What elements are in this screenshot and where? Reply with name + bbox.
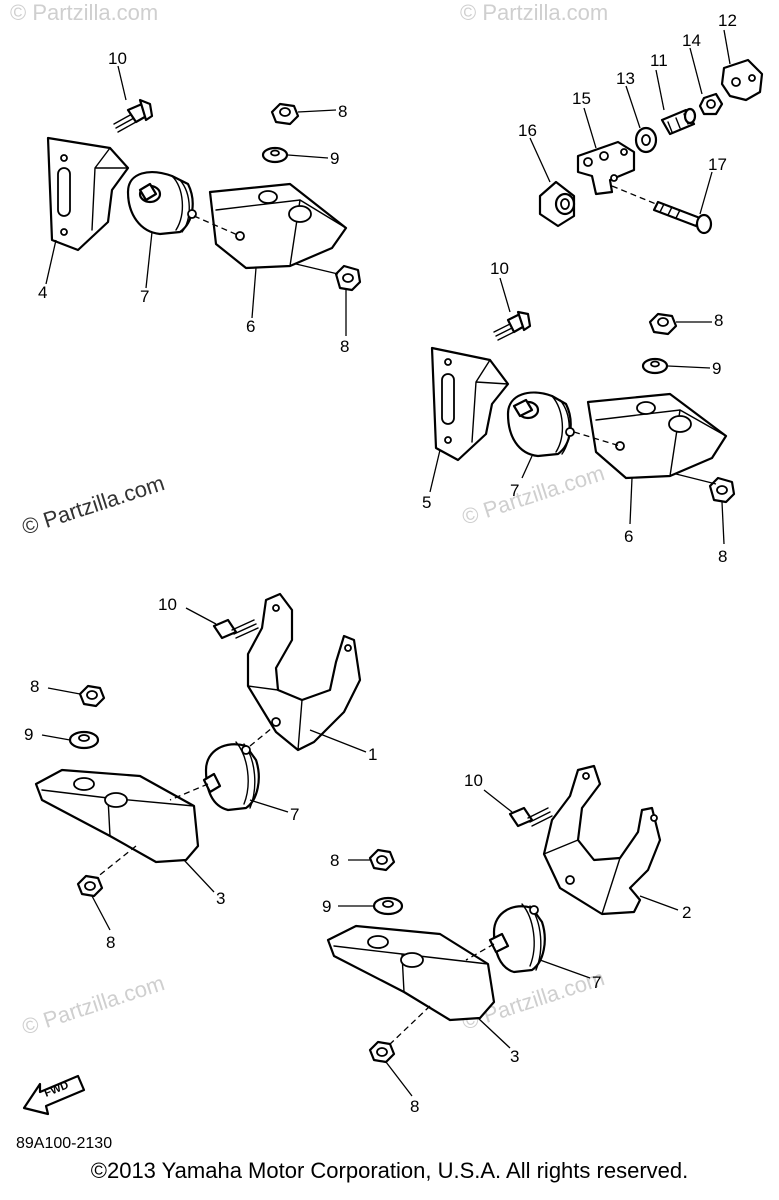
callout-6: 6 (624, 527, 633, 546)
washer-part-9-b (641, 357, 669, 375)
callout-8: 8 (714, 311, 723, 330)
callout-8: 8 (718, 547, 727, 566)
callout-7: 7 (290, 805, 299, 824)
watermark-top-left: © Partzilla.com (10, 0, 158, 25)
group-middle-right (429, 277, 736, 545)
plate-part-3-a (34, 768, 200, 864)
group-lower-left (34, 592, 367, 931)
callout-10: 10 (108, 49, 127, 68)
copyright-notice: ©2013 Yamaha Motor Corporation, U.S.A. A… (90, 1158, 689, 1183)
watermark-prominent: © Partzilla.com (19, 470, 168, 540)
nut-part-8-e (78, 684, 106, 708)
damper-part-7-b (506, 391, 575, 458)
nut-part-8-c (648, 312, 678, 336)
callout-3: 3 (216, 889, 225, 908)
bolt-part-10-c (212, 618, 259, 640)
callout-11: 11 (650, 51, 668, 70)
bolt-part-10-b (493, 310, 532, 341)
watermark-top-mid: © Partzilla.com (460, 0, 608, 25)
nut-part-14 (698, 92, 724, 116)
callout-8: 8 (410, 1097, 419, 1116)
callout-10: 10 (464, 771, 483, 790)
callout-8: 8 (30, 677, 39, 696)
callout-9: 9 (712, 359, 721, 378)
callout-10: 10 (490, 259, 509, 278)
nut-part-8-b (334, 264, 362, 292)
callout-12: 12 (718, 11, 737, 30)
callout-7: 7 (140, 287, 149, 306)
nut-part-8-g (368, 848, 396, 872)
assembly-line (193, 215, 241, 237)
diagram-code: 89A100-2130 (16, 1135, 112, 1152)
callout-5: 5 (422, 493, 431, 512)
fwd-arrow-icon: FWD (22, 1074, 86, 1116)
watermark-mid-right: © Partzilla.com (459, 460, 608, 530)
callout-9: 9 (24, 725, 33, 744)
callout-15: 15 (572, 89, 591, 108)
nut-part-8-a (270, 102, 300, 126)
nut-part-8-h (368, 1040, 396, 1064)
callout-7: 7 (592, 973, 601, 992)
bolt-part-17 (652, 200, 713, 235)
callout-9: 9 (330, 149, 339, 168)
bracket-part-2 (542, 764, 662, 916)
damper-part-7-c (202, 741, 260, 812)
nut-part-8-f (76, 874, 104, 898)
bolt-part-11 (660, 107, 697, 136)
bracket-part-12 (720, 58, 764, 102)
plate-part-3-b (326, 924, 496, 1022)
bolt-part-10-a (113, 98, 154, 133)
damper-part-7-a (126, 171, 197, 236)
callout-6: 6 (246, 317, 255, 336)
callout-2: 2 (682, 903, 691, 922)
group-linkage (529, 29, 764, 235)
nut-part-8-d (708, 476, 736, 504)
callout-10: 10 (158, 595, 177, 614)
plate-part-6-b (586, 392, 728, 480)
callout-1: 1 (368, 745, 377, 764)
bolt-part-10-d (508, 806, 553, 828)
bracket-part-5 (430, 346, 510, 462)
callout-8: 8 (338, 102, 347, 121)
bracket-part-15 (576, 140, 636, 196)
group-top-left (45, 65, 362, 336)
callout-13: 13 (616, 69, 635, 88)
callout-8: 8 (106, 933, 115, 952)
collar-part-16 (538, 180, 576, 228)
washer-part-9-d (372, 896, 404, 916)
bracket-part-1 (246, 592, 362, 752)
plate-part-6-a (208, 182, 348, 270)
collar-part-13 (634, 126, 658, 154)
callout-labels: 10 8 9 4 7 6 8 12 14 11 13 15 16 17 10 8… (24, 11, 737, 1116)
callout-17: 17 (708, 155, 727, 174)
callout-8: 8 (340, 337, 349, 356)
washer-part-9-a (261, 146, 289, 164)
callout-3: 3 (510, 1047, 519, 1066)
callout-4: 4 (38, 283, 47, 302)
callout-9: 9 (322, 897, 331, 916)
watermark-bottom-left: © Partzilla.com (19, 970, 168, 1040)
callout-16: 16 (518, 121, 537, 140)
callout-14: 14 (682, 31, 701, 50)
washer-part-9-c (68, 730, 100, 750)
bracket-part-4 (46, 136, 130, 252)
callout-7: 7 (510, 481, 519, 500)
group-lower-right (326, 764, 679, 1097)
callout-8: 8 (330, 851, 339, 870)
damper-part-7-d (488, 903, 546, 974)
